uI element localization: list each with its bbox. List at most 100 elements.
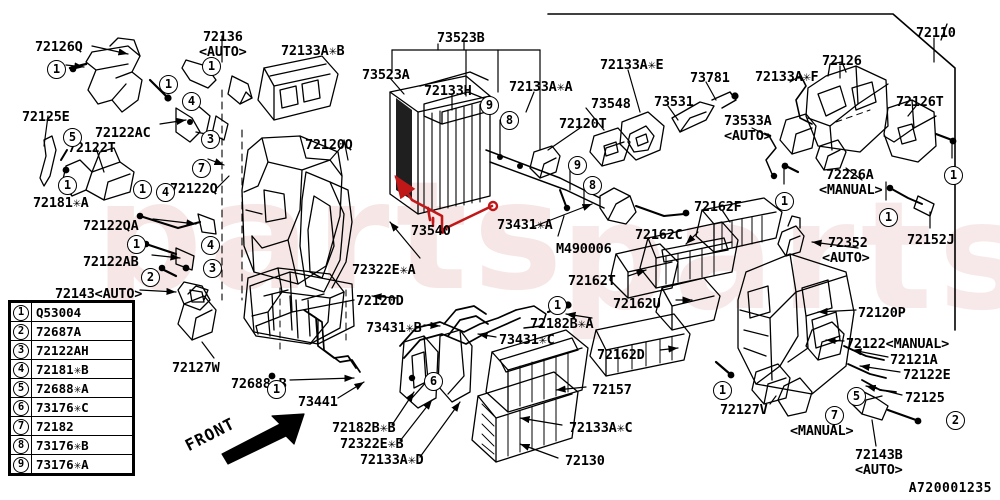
- callout-marker-3: 3: [203, 259, 222, 278]
- callout-marker-1: 1: [133, 180, 152, 199]
- callout-marker-2: 2: [946, 411, 965, 430]
- legend-row-part-number: Q53004: [31, 302, 133, 322]
- part-label-72162c: 72162C: [635, 227, 683, 243]
- circled-number-icon: 3: [13, 343, 29, 359]
- part-label-72143auto: 72143<AUTO>: [55, 286, 143, 302]
- part-label-72125: 72125: [905, 390, 945, 406]
- part-label-73540: 73540: [411, 223, 451, 239]
- callout-marker-4: 4: [201, 236, 220, 255]
- circled-number-icon: 1: [13, 305, 29, 321]
- circled-number-icon: 5: [13, 381, 29, 397]
- part-label-72133ac: 72133A✳C: [569, 420, 633, 436]
- callout-marker-5: 5: [847, 387, 866, 406]
- part-label-72122manual: 72122<MANUAL>: [846, 336, 950, 352]
- part-label-72133aa: 72133A✳A: [509, 79, 573, 95]
- callout-marker-1: 1: [159, 75, 178, 94]
- part-label-72181a: 72181✳A: [33, 195, 89, 211]
- part-label-72110: 72110: [916, 25, 956, 41]
- callout-marker-8: 8: [583, 176, 602, 195]
- callout-marker-8: 8: [500, 111, 519, 130]
- legend-row-number: 7: [10, 416, 32, 436]
- part-label-auto: <AUTO>: [724, 128, 772, 144]
- part-label-72322ea: 72322E✳A: [352, 262, 416, 278]
- part-label-73531: 73531: [654, 94, 694, 110]
- part-label-73523a: 73523A: [362, 67, 410, 83]
- part-label-72122qa: 72122QA: [83, 218, 139, 234]
- legend-row-part-number: 72182: [31, 416, 133, 436]
- diagram-id: A720001235: [908, 481, 992, 496]
- part-label-73781: 73781: [690, 70, 730, 86]
- callout-marker-1: 1: [713, 381, 732, 400]
- part-label-72157: 72157: [592, 382, 632, 398]
- legend-row-part-number: 73176✳A: [31, 454, 133, 474]
- part-label-72122q: 72122Q: [170, 181, 218, 197]
- callout-marker-7: 7: [192, 159, 211, 178]
- part-label-72322eb: 72322E✳B: [340, 436, 404, 452]
- part-label-72182ba: 72182B✳A: [530, 316, 594, 332]
- part-label-72152j: 72152J: [907, 232, 955, 248]
- callout-marker-9: 9: [480, 96, 499, 115]
- callout-marker-1: 1: [879, 208, 898, 227]
- circled-number-icon: 9: [13, 457, 29, 473]
- part-label-72133af: 72133A✳F: [755, 69, 819, 85]
- part-label-73523b: 73523B: [437, 30, 485, 46]
- circled-number-icon: 4: [13, 362, 29, 378]
- callout-marker-5: 5: [63, 128, 82, 147]
- part-label-72126t: 72126T: [896, 94, 944, 110]
- part-label-72127w: 72127W: [172, 360, 220, 376]
- circled-number-icon: 8: [13, 438, 29, 454]
- callout-marker-1: 1: [47, 60, 66, 79]
- part-label-72182bb: 72182B✳B: [332, 420, 396, 436]
- legend-row-number: 1: [10, 302, 32, 322]
- part-label-72130: 72130: [565, 453, 605, 469]
- part-label-72126: 72126: [822, 53, 862, 69]
- callout-marker-1: 1: [202, 57, 221, 76]
- circled-number-icon: 6: [13, 400, 29, 416]
- part-label-72120q: 72120Q: [305, 137, 353, 153]
- legend-row-number: 9: [10, 454, 32, 474]
- part-label-72162d: 72162D: [597, 347, 645, 363]
- legend-row-number: 2: [10, 321, 32, 341]
- callout-marker-9: 9: [568, 156, 587, 175]
- legend-row-number: 6: [10, 397, 32, 417]
- part-label-m490006: M490006: [556, 241, 612, 257]
- circled-number-icon: 2: [13, 324, 29, 340]
- part-label-73431c: 73431✳C: [499, 332, 555, 348]
- part-label-72121a: 72121A: [890, 352, 938, 368]
- part-label-72120p: 72120P: [858, 305, 906, 321]
- part-label-auto: <AUTO>: [822, 250, 870, 266]
- callout-marker-1: 1: [775, 192, 794, 211]
- part-label-72125e: 72125E: [22, 109, 70, 125]
- legend-row-number: 4: [10, 359, 32, 379]
- part-label-72120d: 72120D: [356, 293, 404, 309]
- part-label-72126q: 72126Q: [35, 39, 83, 55]
- callout-marker-1: 1: [127, 235, 146, 254]
- part-label-72162t: 72162T: [568, 273, 616, 289]
- part-label-73431a: 73431✳A: [497, 217, 553, 233]
- part-label-72122e: 72122E: [903, 367, 951, 383]
- callout-marker-7: 7: [825, 406, 844, 425]
- callout-marker-6: 6: [424, 372, 443, 391]
- callout-marker-1: 1: [58, 176, 77, 195]
- part-label-72162f: 72162F: [694, 199, 742, 215]
- part-label-72226a: 72226A: [826, 167, 874, 183]
- part-label-72136: 72136: [203, 29, 243, 45]
- part-label-73441: 73441: [298, 394, 338, 410]
- front-arrow-icon: [221, 413, 305, 465]
- part-label-72133ab: 72133A✳B: [281, 43, 345, 59]
- part-label-72120t: 72120T: [559, 116, 607, 132]
- part-label-72122ab: 72122AB: [83, 254, 139, 270]
- callout-marker-2: 2: [141, 268, 160, 287]
- part-label-72143b: 72143B: [855, 447, 903, 463]
- part-label-auto: <AUTO>: [855, 462, 903, 478]
